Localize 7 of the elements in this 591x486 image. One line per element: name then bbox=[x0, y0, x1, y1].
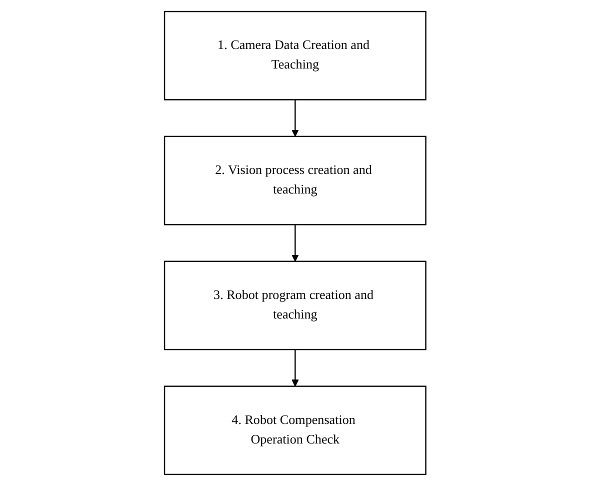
arrow bbox=[292, 350, 300, 387]
node-box: 4. Robot Compensation Operation Check bbox=[164, 386, 427, 476]
arrow bbox=[292, 224, 300, 262]
node-box: 3. Robot program creation and teaching bbox=[164, 260, 427, 350]
node-box: 1. Camera Data Creation and Teaching bbox=[164, 10, 427, 100]
arrow bbox=[292, 100, 300, 137]
node-box: 2. Vision process creation and teaching bbox=[164, 136, 427, 226]
